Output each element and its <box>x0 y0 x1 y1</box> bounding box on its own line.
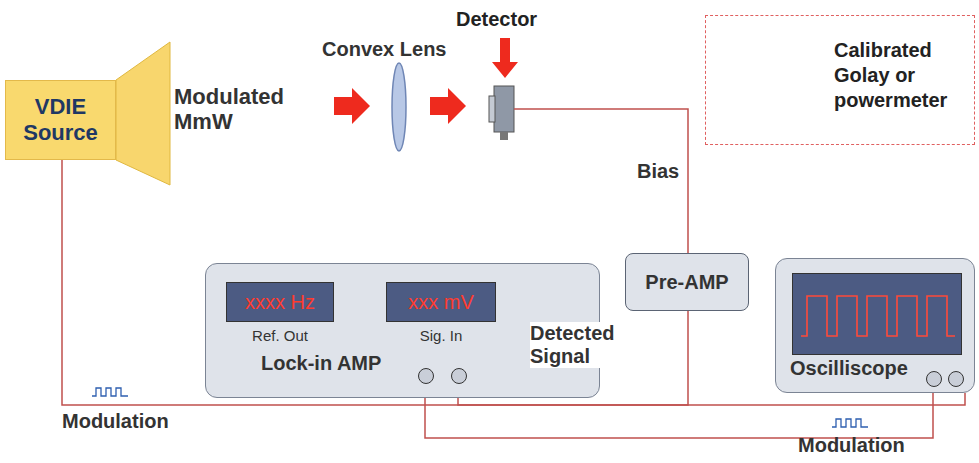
preamp-label: Pre-AMP <box>645 271 728 294</box>
scope-screen <box>792 273 962 355</box>
bnc-port <box>451 368 467 384</box>
scope-trace <box>793 274 963 356</box>
oscilloscope-panel: Oscilliscope <box>775 258 975 393</box>
beam-arrow <box>430 88 466 124</box>
beam-arrow <box>334 88 370 124</box>
convex-lens <box>392 63 406 151</box>
display-box: xxxx HzRef. Out <box>226 282 334 322</box>
detector-body <box>494 86 514 132</box>
preamp-box: Pre-AMP <box>625 253 749 311</box>
detector-pin <box>500 132 508 140</box>
bias-label: Bias <box>637 160 679 183</box>
bnc-port <box>418 368 434 384</box>
lockin-label: Lock-in AMP <box>261 352 381 375</box>
detector-window <box>489 96 495 122</box>
bias-wire <box>514 109 688 253</box>
lens-label: Convex Lens <box>322 38 446 61</box>
port-caption: Sig. In <box>387 327 495 344</box>
bnc-port <box>926 371 942 387</box>
golay-label: Calibrated Golay or powermeter <box>834 38 970 113</box>
modulation-pulses <box>92 388 128 396</box>
beam-label: Modulated MmW <box>174 84 314 135</box>
port-caption: Ref. Out <box>227 327 333 344</box>
modulation-pulses <box>832 419 868 427</box>
golay-box: Calibrated Golay or powermeter <box>705 15 975 145</box>
display-value: xxxx Hz <box>245 291 315 314</box>
detector-label: Detector <box>456 8 537 31</box>
bnc-port <box>948 371 964 387</box>
signal-wire <box>425 393 933 438</box>
display-value: xxx mV <box>408 291 474 314</box>
signal-label: Modulation <box>798 434 905 457</box>
detector-pointer <box>492 38 518 78</box>
oscilloscope-label: Oscilliscope <box>790 357 908 380</box>
horn-antenna <box>116 42 170 185</box>
signal-wire <box>62 160 965 405</box>
signal-label: Modulation <box>62 410 169 433</box>
display-box: xxx mVSig. In <box>386 282 496 322</box>
edge-label: Detected Signal <box>530 322 640 368</box>
source-box: VDIE Source <box>5 80 116 160</box>
source-label: VDIE Source <box>21 94 101 147</box>
